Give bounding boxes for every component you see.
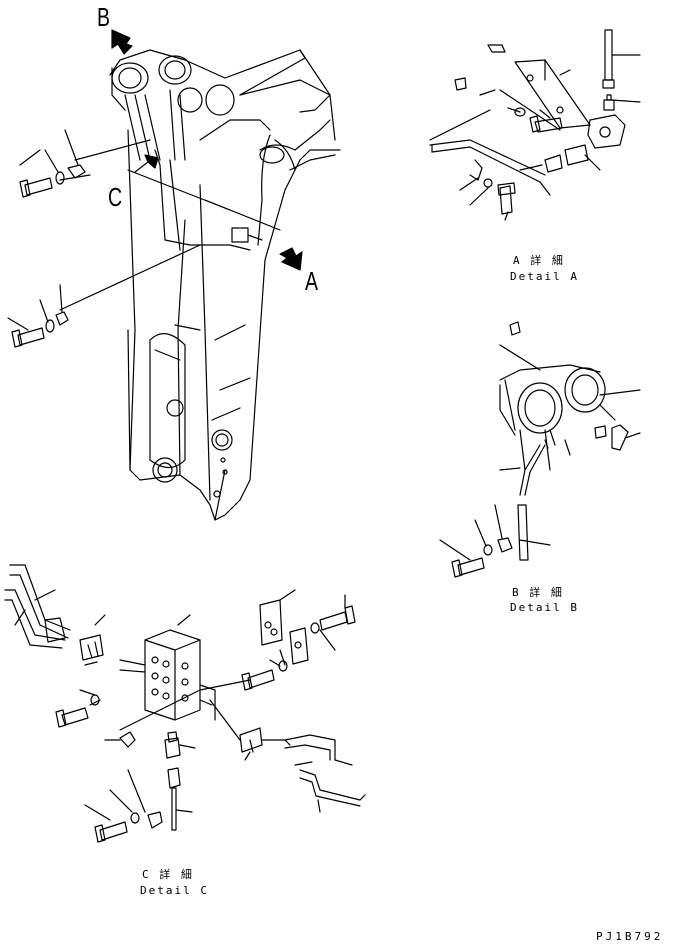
detail-c-caption-en: Detail C xyxy=(140,884,209,897)
detail-c-drawing xyxy=(4,564,366,843)
detail-a-drawing xyxy=(429,29,641,221)
detail-c-caption-jp: C 詳 細 xyxy=(142,868,194,881)
drawing-code: PJ1B792 xyxy=(596,930,664,943)
view-label-b: B xyxy=(97,2,111,32)
arm-main-view xyxy=(59,29,341,521)
detail-b-caption-jp: B 詳 細 xyxy=(512,586,564,599)
detail-a-caption-en: Detail A xyxy=(510,270,579,283)
view-label-c: C xyxy=(108,182,123,212)
bolt-set-upper xyxy=(19,129,86,198)
detail-b-caption-en: Detail B xyxy=(510,601,579,614)
detail-a-caption-jp: A 詳 細 xyxy=(513,254,565,267)
detail-b-drawing xyxy=(439,321,641,578)
view-label-a: A xyxy=(305,266,319,296)
bolt-set-lower xyxy=(7,284,69,348)
